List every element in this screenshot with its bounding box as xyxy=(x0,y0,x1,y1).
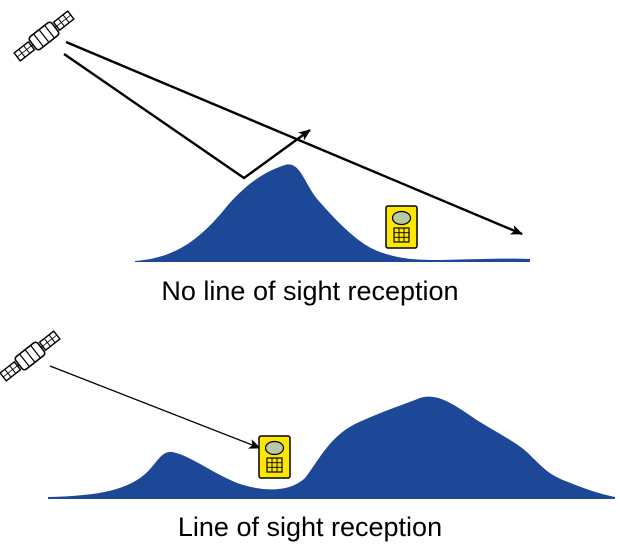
bottom-hills-terrain xyxy=(48,396,615,499)
bottom-direct-signal-ray xyxy=(49,365,261,449)
top-reflected-signal-ray xyxy=(63,53,311,180)
top-mountain-terrain xyxy=(135,164,530,262)
top-gps-receiver-icon xyxy=(385,205,418,249)
bottom-satellite-icon xyxy=(0,327,63,385)
bottom-panel-caption: Line of sight reception xyxy=(177,512,443,542)
top-panel xyxy=(11,7,530,262)
top-direct-signal-ray xyxy=(65,40,523,236)
top-panel-caption: No line of sight reception xyxy=(161,276,459,306)
bottom-gps-receiver-icon xyxy=(258,435,291,479)
bottom-panel xyxy=(0,327,615,499)
